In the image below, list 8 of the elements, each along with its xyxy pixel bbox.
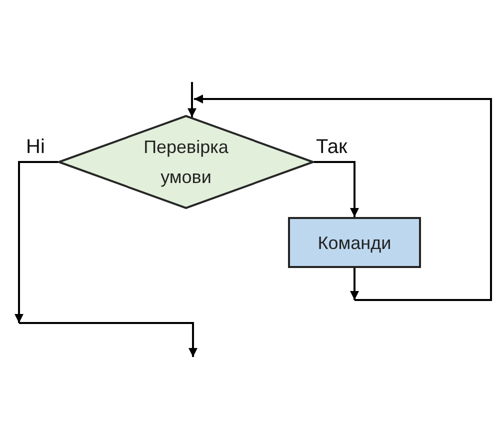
box-label: Команди	[318, 232, 392, 254]
process-box	[288, 217, 421, 268]
arrow	[14, 161, 198, 357]
arrow	[314, 161, 359, 217]
arrow	[188, 82, 196, 118]
diamond-label: Перевірка умови	[142, 136, 230, 189]
decision-diamond	[58, 115, 314, 209]
arrow	[191, 94, 492, 301]
